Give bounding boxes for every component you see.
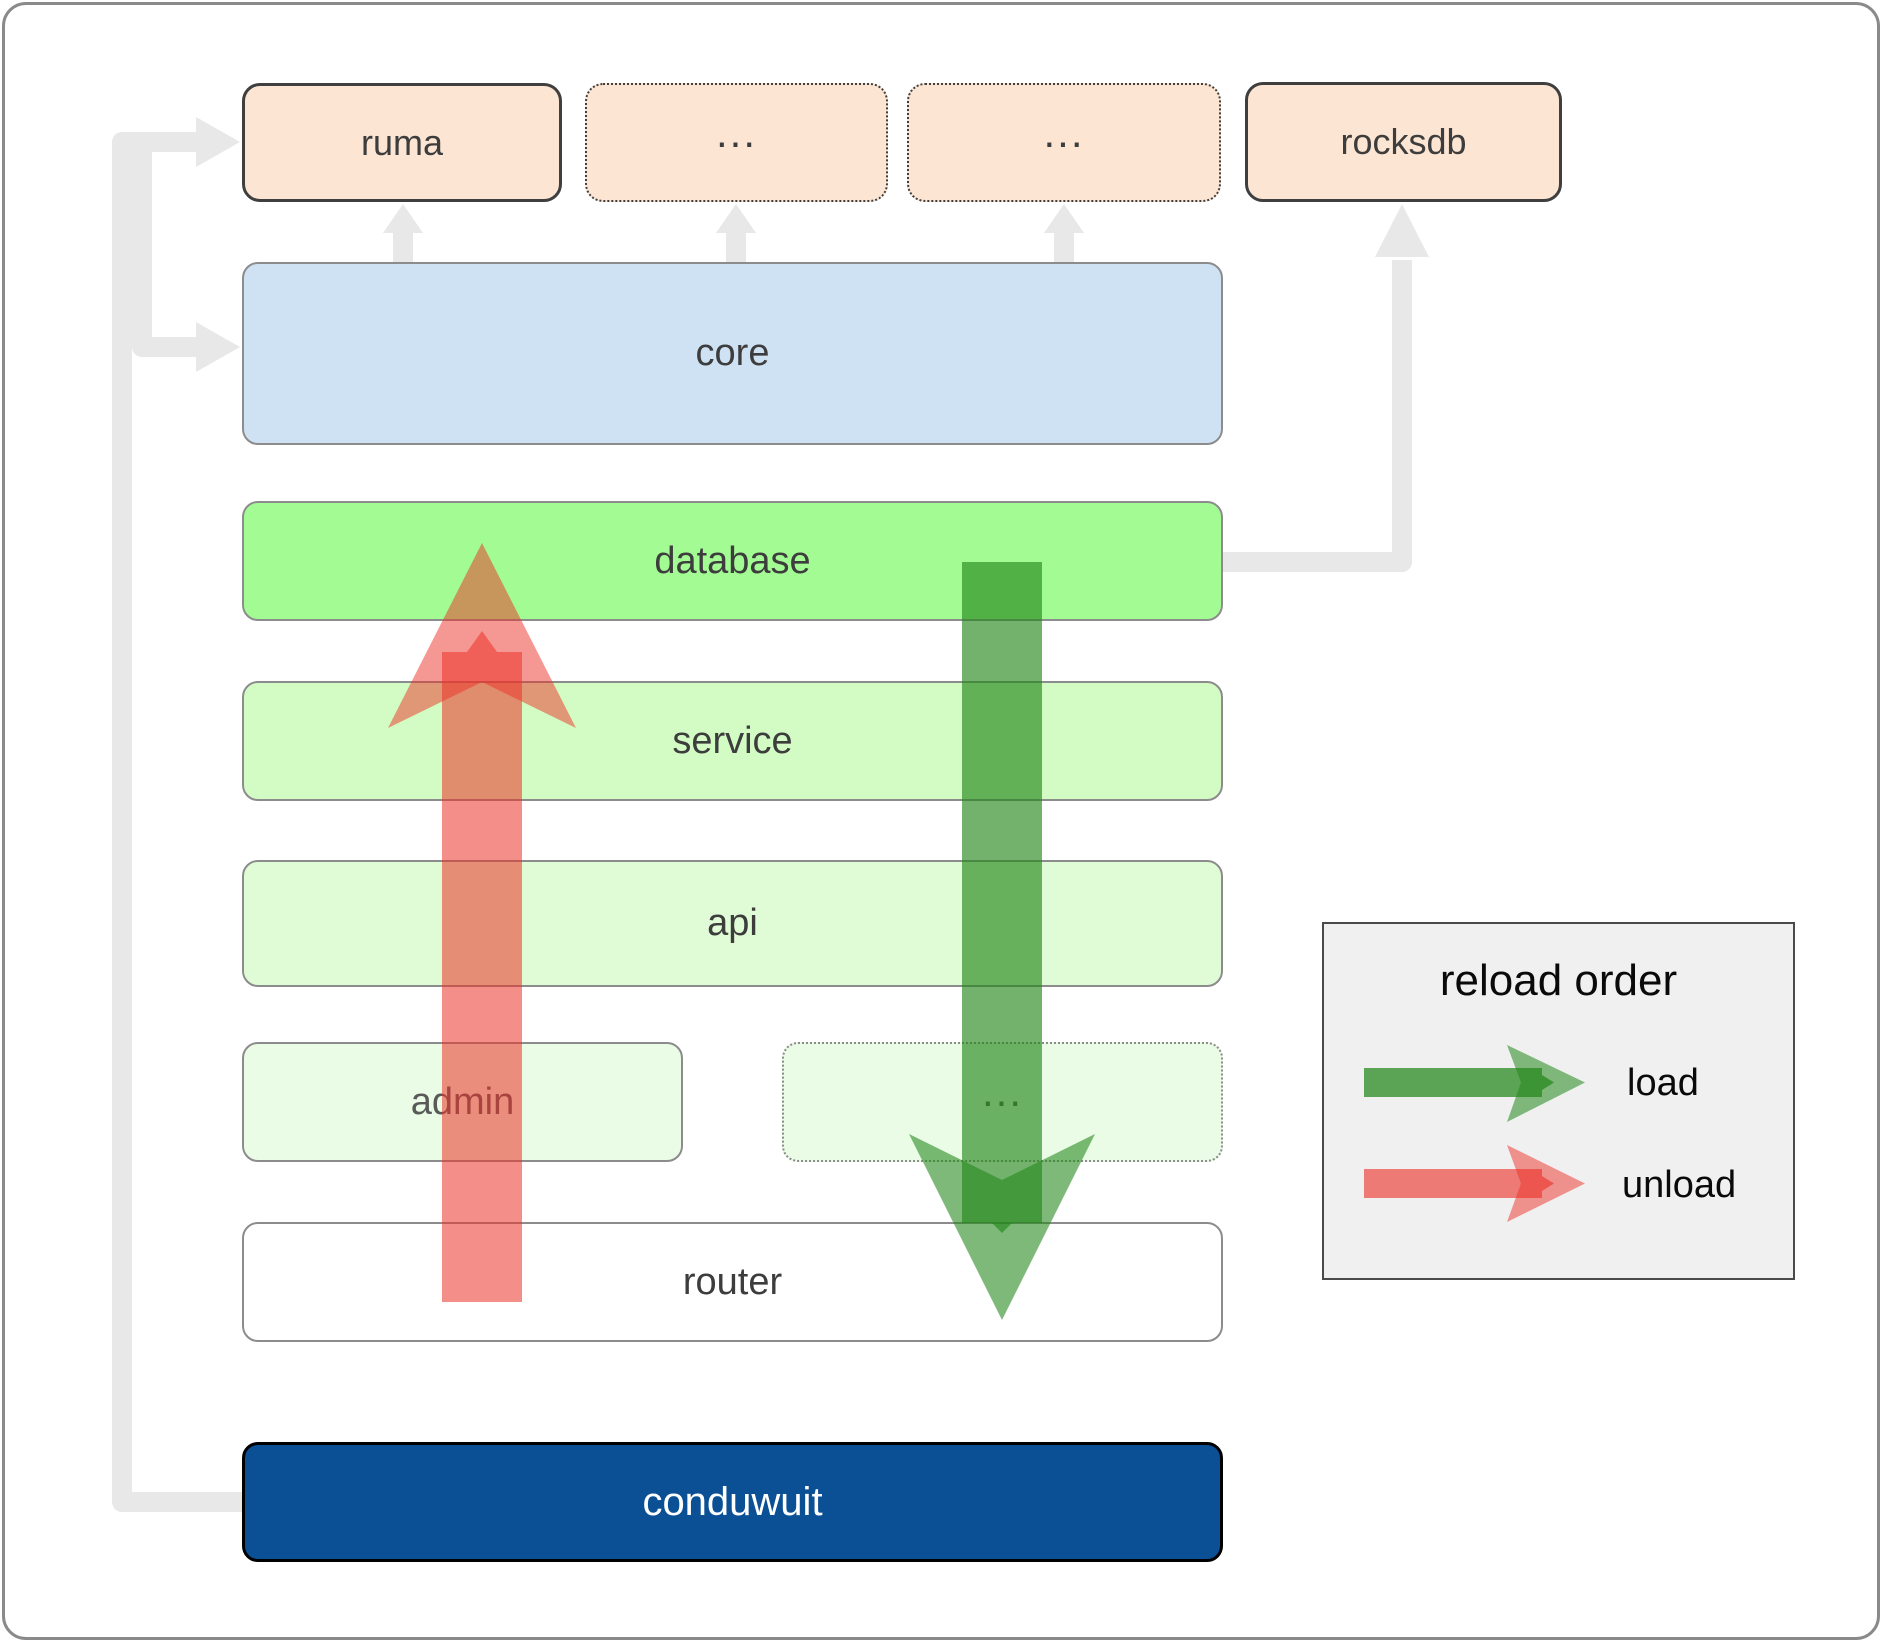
box-ellipsis-top-1: ... [585, 83, 888, 202]
box-ellipsis-top-2: ... [907, 83, 1221, 202]
core-up-arrow-head-2 [716, 204, 756, 233]
box-router: router [242, 1222, 1223, 1342]
box-ellipsis-admin-row-label: ... [981, 1068, 1023, 1115]
legend-reload-order: reload order load unload [1322, 922, 1795, 1280]
box-conduwuit: conduwuit [242, 1442, 1223, 1562]
arrowhead-into-ruma [196, 117, 240, 167]
legend-load-label: load [1627, 1062, 1699, 1104]
box-router-label: router [682, 1260, 783, 1303]
box-database-label: database [654, 539, 811, 582]
box-admin-label: admin [410, 1080, 515, 1123]
box-database: database [242, 501, 1223, 621]
box-api: api [242, 860, 1223, 987]
legend-unload-arrow-shaft [1364, 1169, 1554, 1198]
box-service: service [242, 681, 1223, 801]
connector-database-to-rocksdb [1223, 260, 1412, 572]
box-service-label: service [672, 719, 793, 762]
box-ellipsis-admin-row: ... [782, 1042, 1223, 1162]
box-core: core [242, 262, 1223, 445]
arrowhead-into-core [196, 322, 240, 372]
box-ellipsis-top-1-label: ... [715, 108, 757, 156]
core-up-arrow-shaft-1 [393, 230, 413, 263]
core-up-arrow-shaft-3 [1054, 230, 1074, 263]
core-up-arrow-shaft-2 [726, 230, 746, 263]
box-ruma: ruma [242, 83, 562, 202]
connector-branch-to-core [132, 152, 196, 357]
legend-unload-label: unload [1622, 1164, 1737, 1206]
box-rocksdb: rocksdb [1245, 82, 1562, 202]
box-core-label: core [695, 332, 770, 374]
box-admin: admin [242, 1042, 683, 1162]
legend-title: reload order [1439, 956, 1678, 1005]
legend-unload-arrow-head [1507, 1145, 1585, 1222]
box-ellipsis-top-2-label: ... [1043, 108, 1085, 156]
legend-arrows [1364, 1045, 1585, 1222]
core-up-arrow-head-1 [383, 204, 423, 233]
legend-load-arrow-shaft [1364, 1068, 1554, 1097]
box-ruma-label: ruma [360, 121, 444, 163]
box-conduwuit-label: conduwuit [642, 1479, 823, 1524]
arrowhead-into-rocksdb [1375, 204, 1429, 257]
box-api-label: api [707, 902, 758, 944]
connector-conduwuit-to-ruma [112, 132, 243, 1512]
core-up-arrow-head-3 [1044, 204, 1084, 233]
legend-load-arrow-head [1507, 1045, 1585, 1122]
box-rocksdb-label: rocksdb [1340, 121, 1467, 162]
